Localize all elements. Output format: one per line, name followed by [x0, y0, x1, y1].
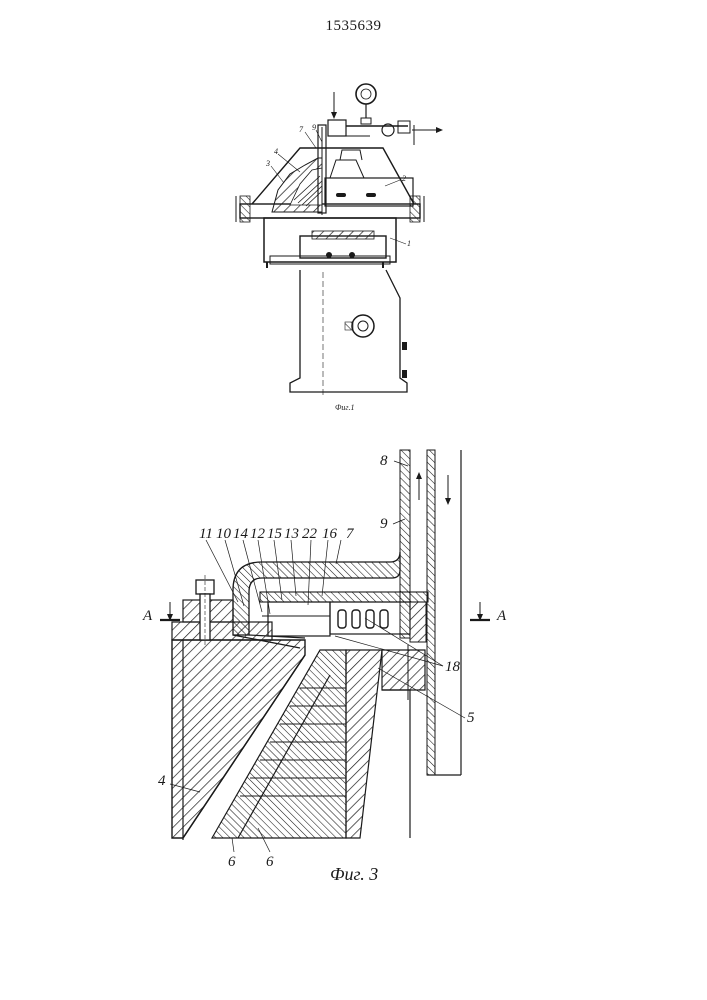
figure-3: A A 11 10 14 12 15 13 22 16 — [142, 450, 507, 884]
fig3-label-4: 4 — [158, 773, 166, 789]
fig3-label-11: 11 — [199, 526, 213, 542]
fig3-label-6a: 6 — [228, 854, 236, 870]
fig3-label-14: 14 — [233, 526, 249, 542]
distributor-5 — [346, 645, 425, 838]
fig3-label-10: 10 — [216, 526, 232, 542]
base-column — [290, 270, 407, 395]
fig1-label-9: 9 — [312, 123, 316, 132]
fig1-caption: Фиг.1 — [335, 403, 354, 412]
figure-1: 7 9 3 4 2 1 Фиг.1 — [236, 84, 440, 412]
pressure-gauge-assembly — [346, 84, 440, 145]
rotor-section — [272, 158, 322, 212]
fig3-label-7: 7 — [346, 526, 355, 542]
section-marker-left-label: A — [142, 608, 153, 624]
fig3-label-18: 18 — [445, 659, 461, 675]
fig3-label-5: 5 — [467, 710, 475, 726]
fig1-label-2: 2 — [402, 174, 406, 183]
fig3-label-12: 12 — [250, 526, 266, 542]
fig3-label-22: 22 — [302, 526, 318, 542]
central-tube — [400, 450, 461, 775]
rotor-exterior — [325, 150, 413, 206]
fig1-label-7: 7 — [299, 125, 304, 134]
fig3-label-9: 9 — [380, 516, 388, 532]
upper-flange — [236, 196, 424, 222]
fig3-label-16: 16 — [322, 526, 338, 542]
fig1-label-3: 3 — [265, 159, 270, 168]
section-marker-right-label: A — [496, 608, 507, 624]
fig3-caption: Фиг. 3 — [330, 864, 378, 884]
fig3-label-13: 13 — [284, 526, 299, 542]
bolt-flange — [172, 575, 272, 645]
fig3-label-8: 8 — [380, 453, 388, 469]
lower-housing — [264, 218, 396, 268]
fig1-label-1: 1 — [407, 239, 411, 248]
fig1-label-4: 4 — [274, 147, 278, 156]
fig3-label-6b: 6 — [266, 854, 274, 870]
fig3-label-15: 15 — [267, 526, 283, 542]
